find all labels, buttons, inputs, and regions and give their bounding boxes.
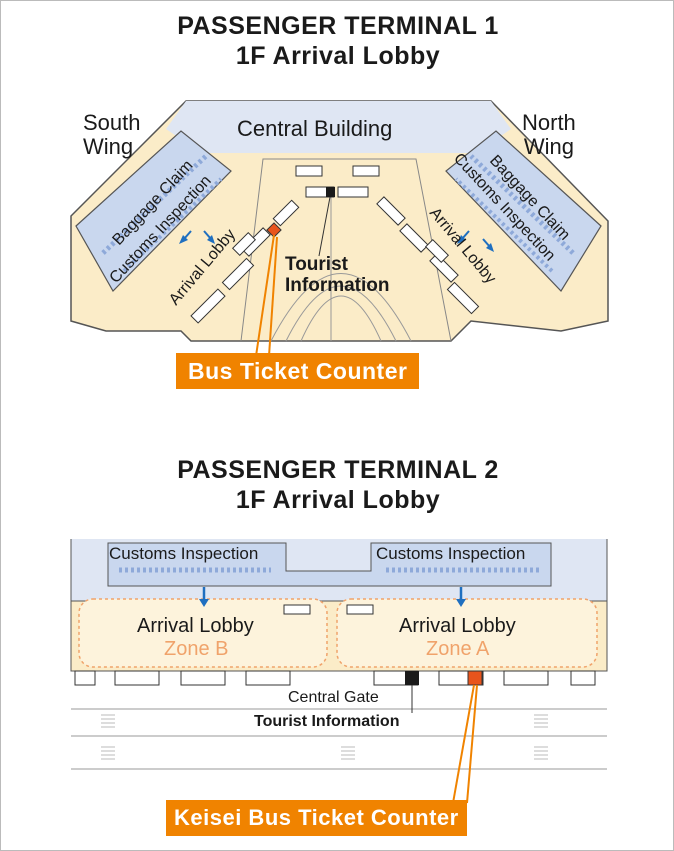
t2-keisei-bus-marker xyxy=(467,670,483,686)
t2-customs-right-label: Customs Inspection xyxy=(376,544,526,563)
t2-tourist-info-marker xyxy=(405,671,419,685)
terminal1-title: PASSENGER TERMINAL 1 xyxy=(177,12,499,40)
t2-arrival-lobby-right: Arrival Lobby xyxy=(399,615,516,637)
t2-customs-left-label: Customs Inspection xyxy=(109,544,259,563)
t1-tourist-information: Tourist Information xyxy=(285,254,390,296)
terminal2-subtitle: 1F Arrival Lobby xyxy=(235,486,441,514)
t1-central-building-label: Central Building xyxy=(237,116,393,141)
t2-zone-a-label: Zone A xyxy=(426,638,490,660)
t1-bus-ticket-marker xyxy=(266,222,282,238)
t2-arrival-lobby-left: Arrival Lobby xyxy=(137,615,254,637)
t2-zone-a-area xyxy=(336,598,598,668)
terminal1-floor-plan: Baggage Claim Customs Inspection Arrival… xyxy=(70,100,609,357)
t2-central-gate-label: Central Gate xyxy=(288,689,379,706)
t1-north-wing-label: North Wing xyxy=(522,110,576,159)
terminal2-floor-plan xyxy=(70,539,608,804)
t2-keisei-bus-callout: Keisei Bus Ticket Counter xyxy=(166,800,467,836)
t1-tourist-info-marker xyxy=(326,187,335,197)
t2-zone-b-label: Zone B xyxy=(164,638,229,660)
t1-bus-ticket-counter-callout: Bus Ticket Counter xyxy=(176,353,420,389)
t1-south-wing-label: South Wing xyxy=(83,110,141,159)
t1-central-building xyxy=(166,101,511,153)
t2-tourist-information-label: Tourist Information xyxy=(254,713,400,730)
terminal2-title: PASSENGER TERMINAL 2 xyxy=(177,456,499,484)
terminal1-subtitle: 1F Arrival Lobby xyxy=(235,42,441,70)
